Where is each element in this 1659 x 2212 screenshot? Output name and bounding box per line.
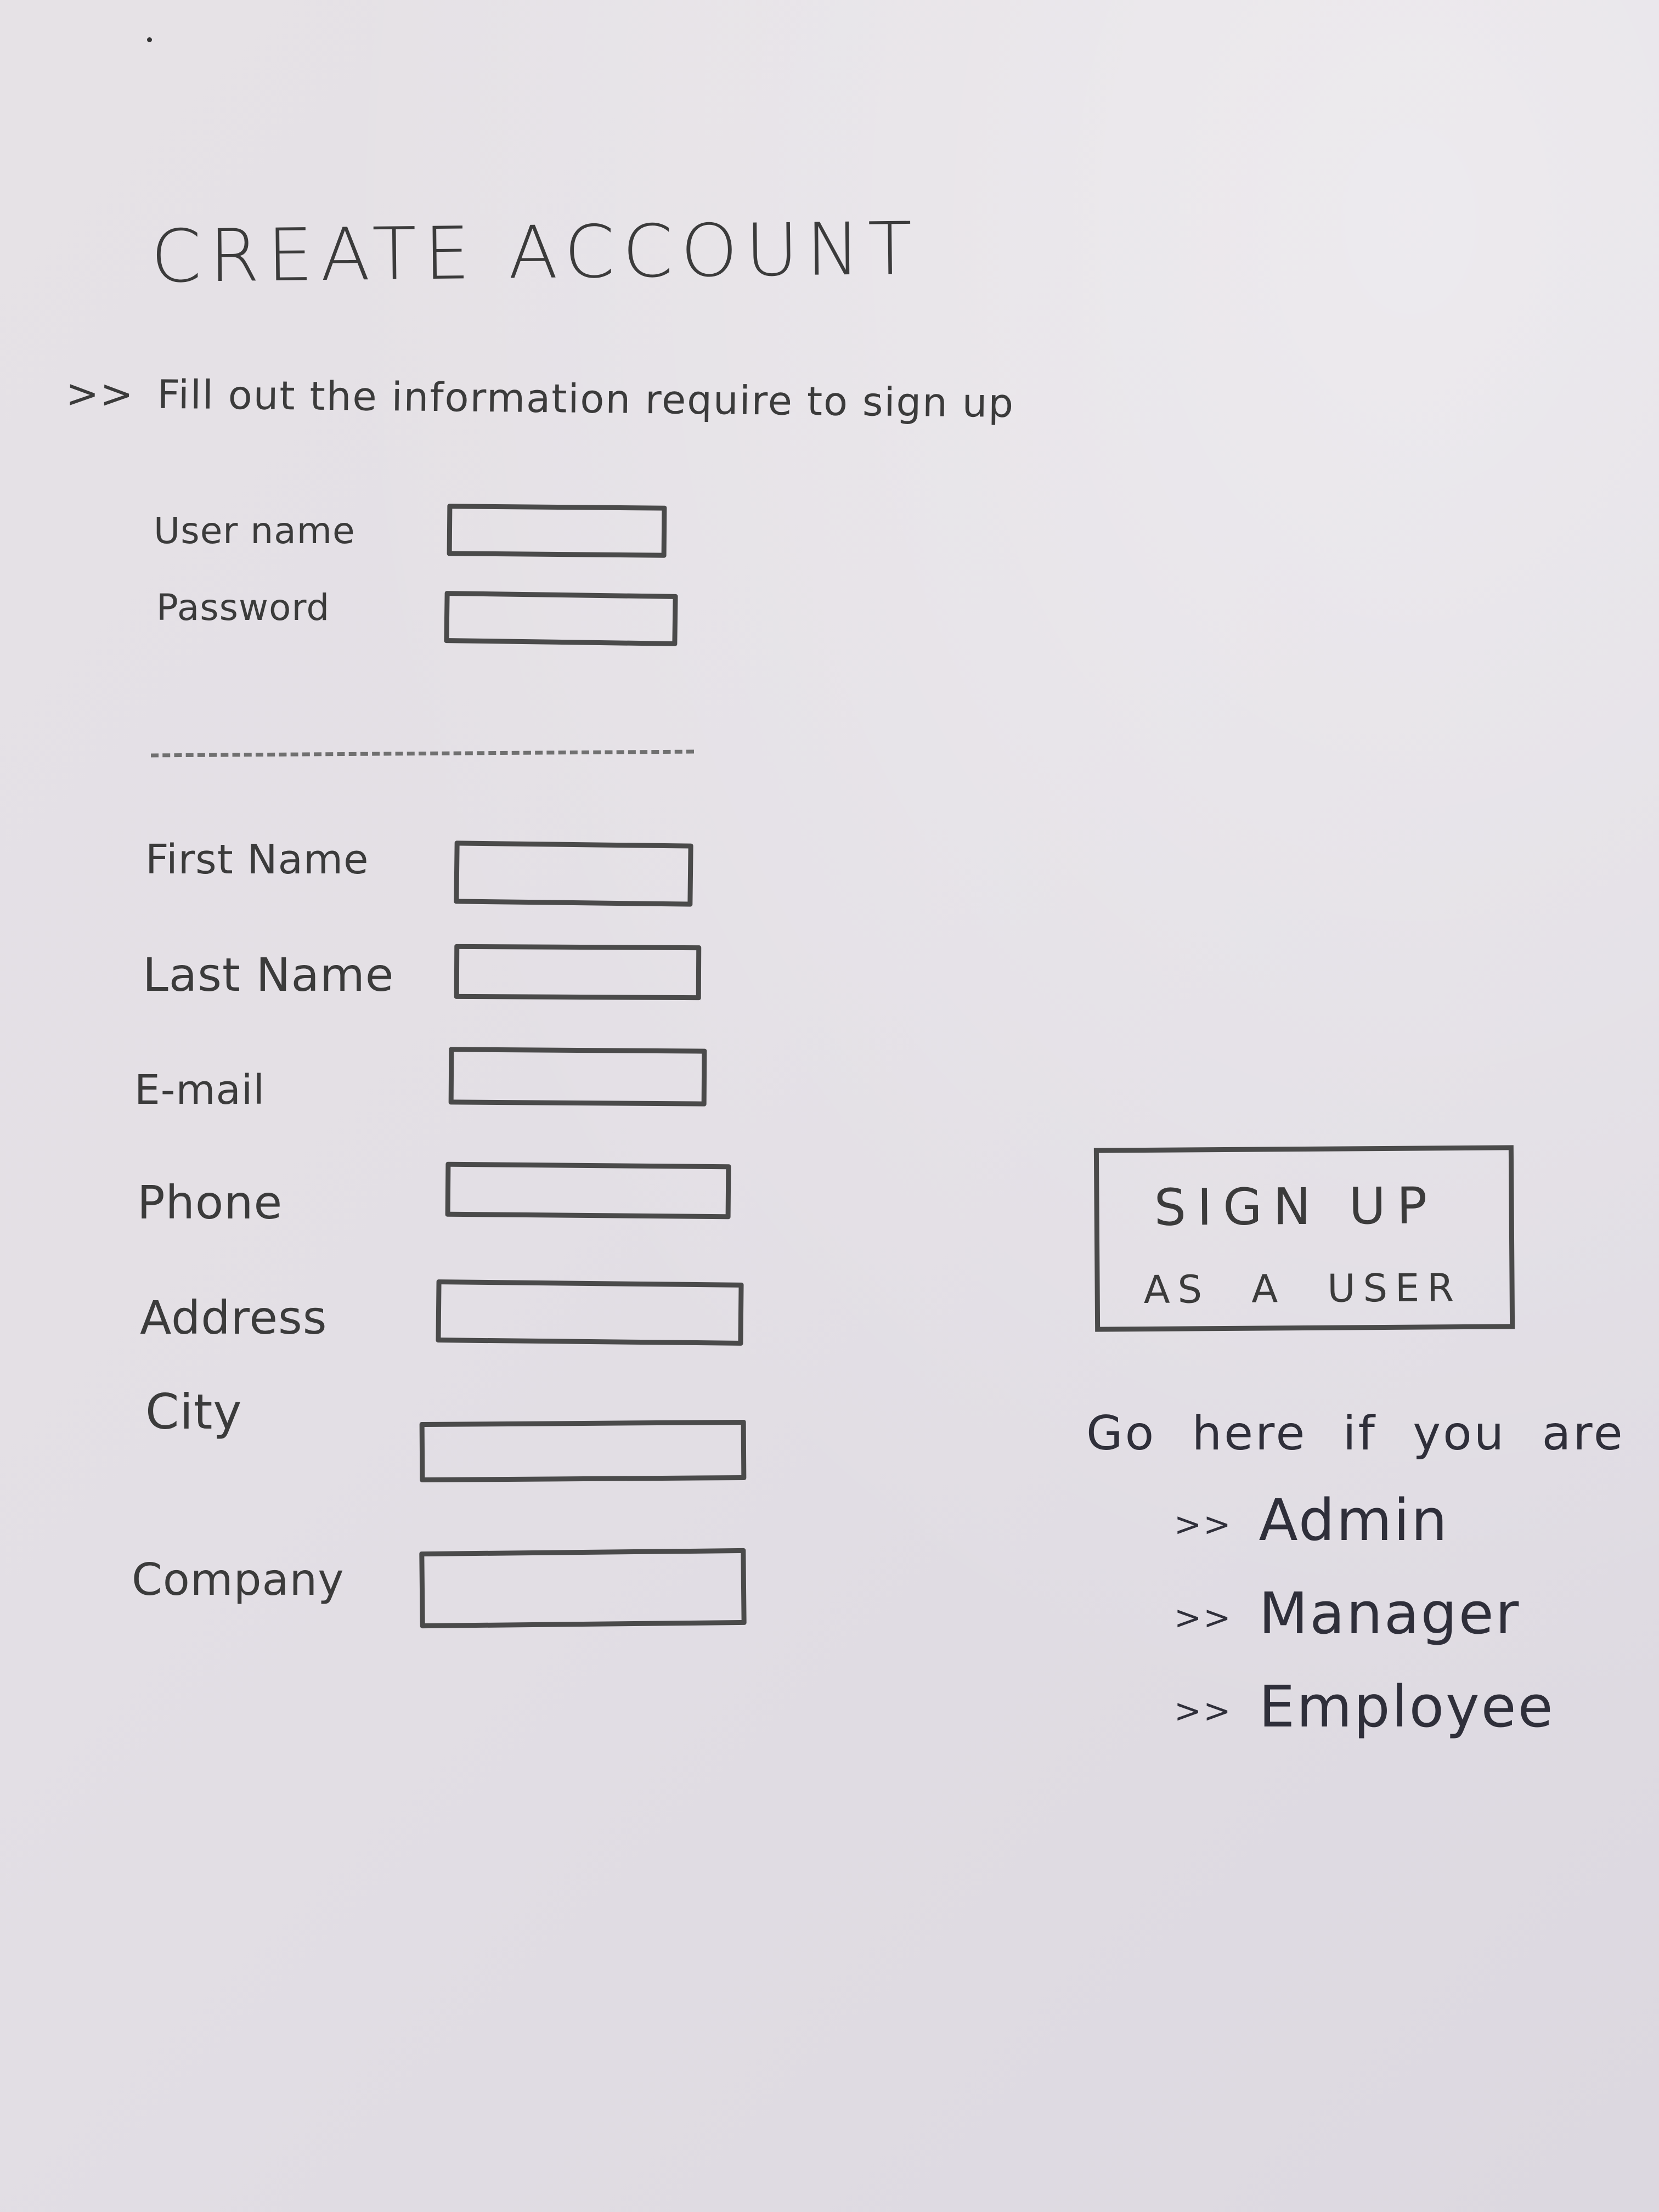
- paper-speck: [147, 37, 152, 42]
- username-input[interactable]: [447, 504, 667, 558]
- page-title: CREATE ACCOUNT: [150, 206, 921, 300]
- first-name-input[interactable]: [454, 840, 693, 907]
- page-subtitle: >> Fill out the information require to si…: [66, 370, 1015, 427]
- subtitle-arrows: >>: [65, 370, 135, 417]
- role-link-employee[interactable]: >> Employee: [1174, 1673, 1555, 1740]
- company-label: Company: [132, 1554, 345, 1605]
- username-label: User name: [154, 510, 356, 552]
- first-name-label: First Name: [145, 836, 369, 883]
- last-name-input[interactable]: [454, 944, 702, 1001]
- role-link-admin[interactable]: >> Admin: [1174, 1487, 1449, 1554]
- sign-up-button-line1: SIGN UP: [1154, 1176, 1438, 1237]
- role-link-manager[interactable]: >> Manager: [1174, 1580, 1520, 1647]
- sign-up-button-line2: AS A USER: [1143, 1265, 1462, 1313]
- roles-intro: Go here if you are: [1086, 1406, 1625, 1461]
- section-divider: [150, 749, 695, 758]
- role-arrows-manager: >>: [1174, 1598, 1233, 1637]
- role-label-admin: Admin: [1259, 1487, 1449, 1554]
- subtitle-text: Fill out the information require to sign…: [157, 371, 1015, 427]
- password-input[interactable]: [444, 591, 678, 646]
- address-label: Address: [140, 1291, 328, 1345]
- role-label-employee: Employee: [1259, 1673, 1555, 1740]
- address-input[interactable]: [436, 1279, 744, 1346]
- company-input[interactable]: [419, 1548, 747, 1629]
- email-label: E-mail: [134, 1066, 266, 1114]
- email-input[interactable]: [448, 1047, 707, 1107]
- role-arrows-employee: >>: [1174, 1691, 1233, 1730]
- phone-label: Phone: [137, 1176, 283, 1229]
- password-label: Password: [156, 586, 330, 629]
- last-name-label: Last Name: [143, 948, 394, 1002]
- phone-input[interactable]: [445, 1161, 731, 1220]
- role-label-manager: Manager: [1259, 1580, 1521, 1647]
- city-input[interactable]: [419, 1419, 747, 1483]
- sign-up-as-user-button[interactable]: SIGN UP AS A USER: [1093, 1145, 1515, 1332]
- role-arrows-admin: >>: [1174, 1505, 1233, 1544]
- city-label: City: [145, 1384, 242, 1440]
